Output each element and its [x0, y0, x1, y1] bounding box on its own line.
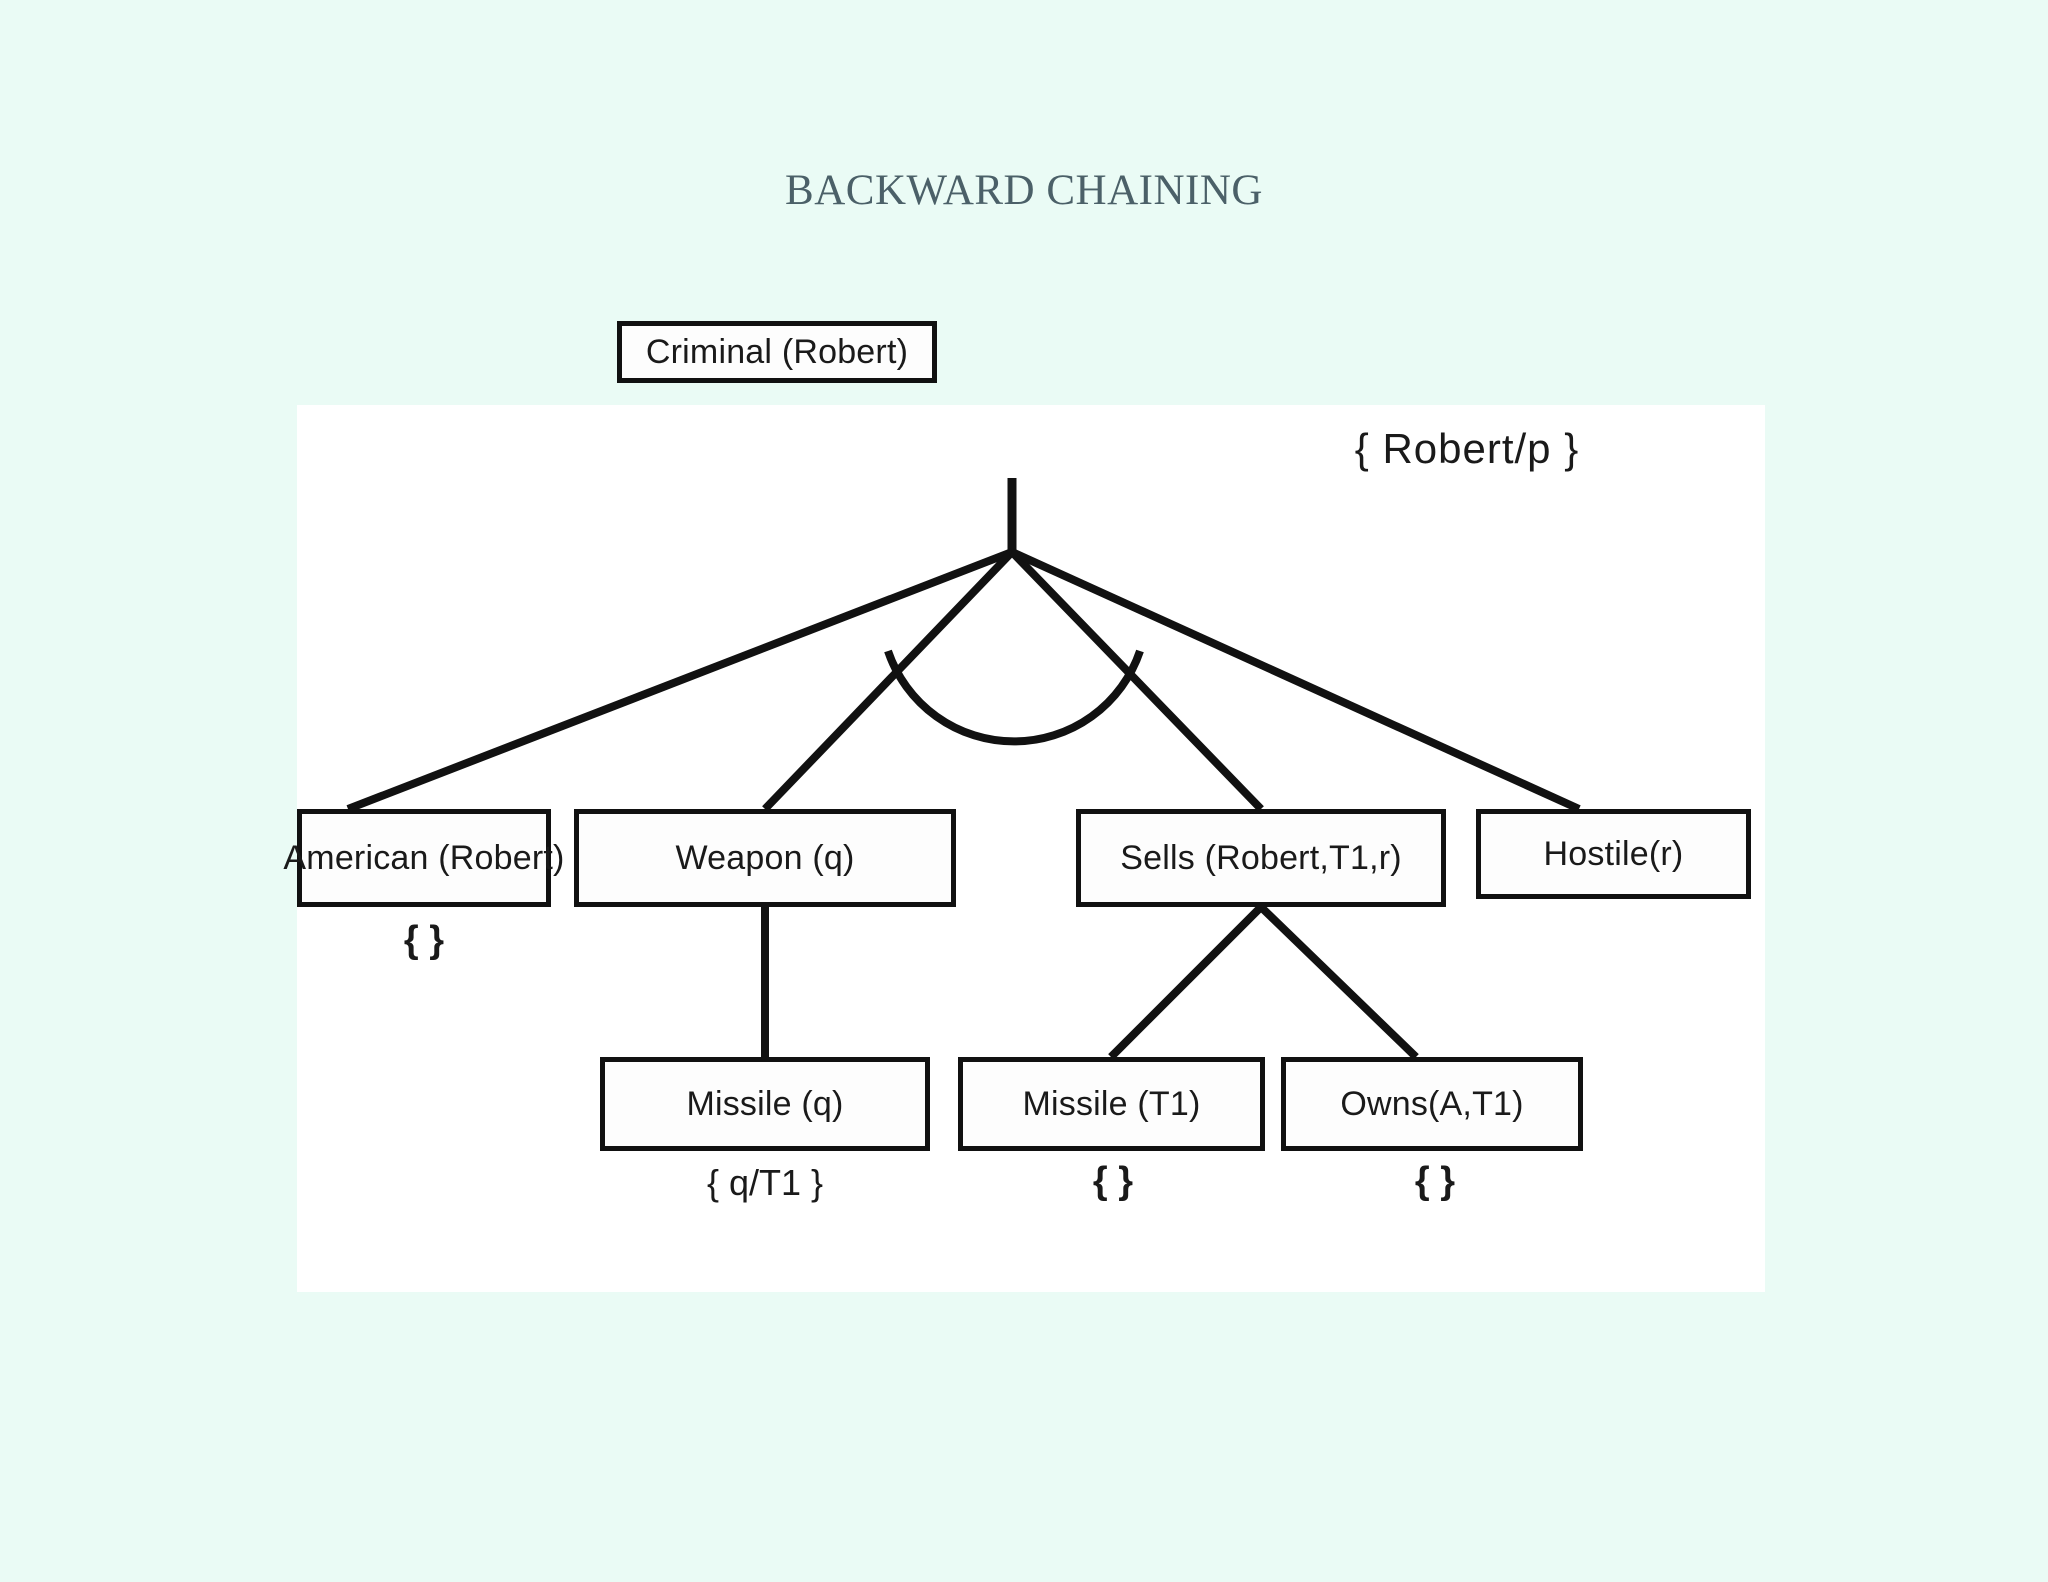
node-label: Sells (Robert,T1,r) [1120, 838, 1402, 877]
edge-root-to-american [346, 548, 1014, 813]
diagram-connectors [346, 478, 1581, 1060]
diagram-panel: Criminal (Robert) { Robert/p } American … [283, 321, 1765, 1292]
substitution-missile-q: { q/T1 } [706, 1162, 824, 1203]
node-label: Owns(A,T1) [1340, 1084, 1524, 1123]
node-label: Weapon (q) [675, 838, 855, 877]
node-label: Missile (T1) [1022, 1084, 1201, 1123]
node-american-robert[interactable]: American (Robert) [283, 809, 564, 907]
node-missile-q[interactable]: Missile (q) [600, 1057, 930, 1151]
substitution-american: { } [403, 919, 445, 961]
edge-root-to-sells [1009, 549, 1264, 812]
substitution-missile-t1: { } [1092, 1160, 1134, 1202]
edge-root-to-hostile [1010, 548, 1581, 813]
node-owns-a-t1[interactable]: Owns(A,T1) [1281, 1057, 1583, 1151]
node-criminal-robert[interactable]: Criminal (Robert) [617, 321, 937, 383]
edge-root-to-weapon [762, 549, 1015, 812]
edge-sells-to-missile-t1 [1108, 904, 1264, 1060]
substitution-root: { Robert/p } [1354, 425, 1580, 472]
node-sells-robert-t1-r[interactable]: Sells (Robert,T1,r) [1076, 809, 1446, 907]
page-title: BACKWARD CHAINING [785, 167, 1263, 214]
node-hostile-r[interactable]: Hostile(r) [1476, 809, 1751, 899]
node-label: American (Robert) [283, 838, 565, 877]
and-arc [884, 649, 1144, 746]
substitution-owns: { } [1414, 1160, 1456, 1202]
node-label: Missile (q) [686, 1084, 844, 1123]
node-weapon-q[interactable]: Weapon (q) [574, 809, 956, 907]
edge-sells-to-owns [1258, 904, 1419, 1060]
node-label: Hostile(r) [1543, 834, 1684, 873]
node-label: Criminal (Robert) [645, 332, 909, 371]
node-missile-t1[interactable]: Missile (T1) [958, 1057, 1265, 1151]
